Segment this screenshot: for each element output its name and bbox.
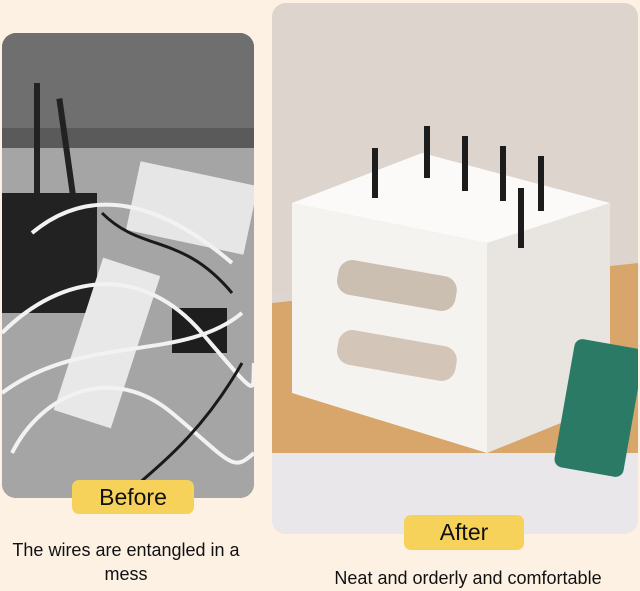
after-photo-cable-box [272, 3, 638, 534]
before-label: Before [72, 480, 194, 514]
router-black [2, 193, 97, 313]
before-caption: The wires are entangled in a mess [12, 540, 240, 584]
cable-box-front [292, 203, 487, 453]
before-photo-tangled-wires [2, 33, 254, 498]
after-label: After [404, 515, 524, 550]
after-caption: Neat and orderly and comfortable [334, 568, 602, 588]
power-strip [53, 257, 161, 429]
smartphone [554, 339, 638, 477]
